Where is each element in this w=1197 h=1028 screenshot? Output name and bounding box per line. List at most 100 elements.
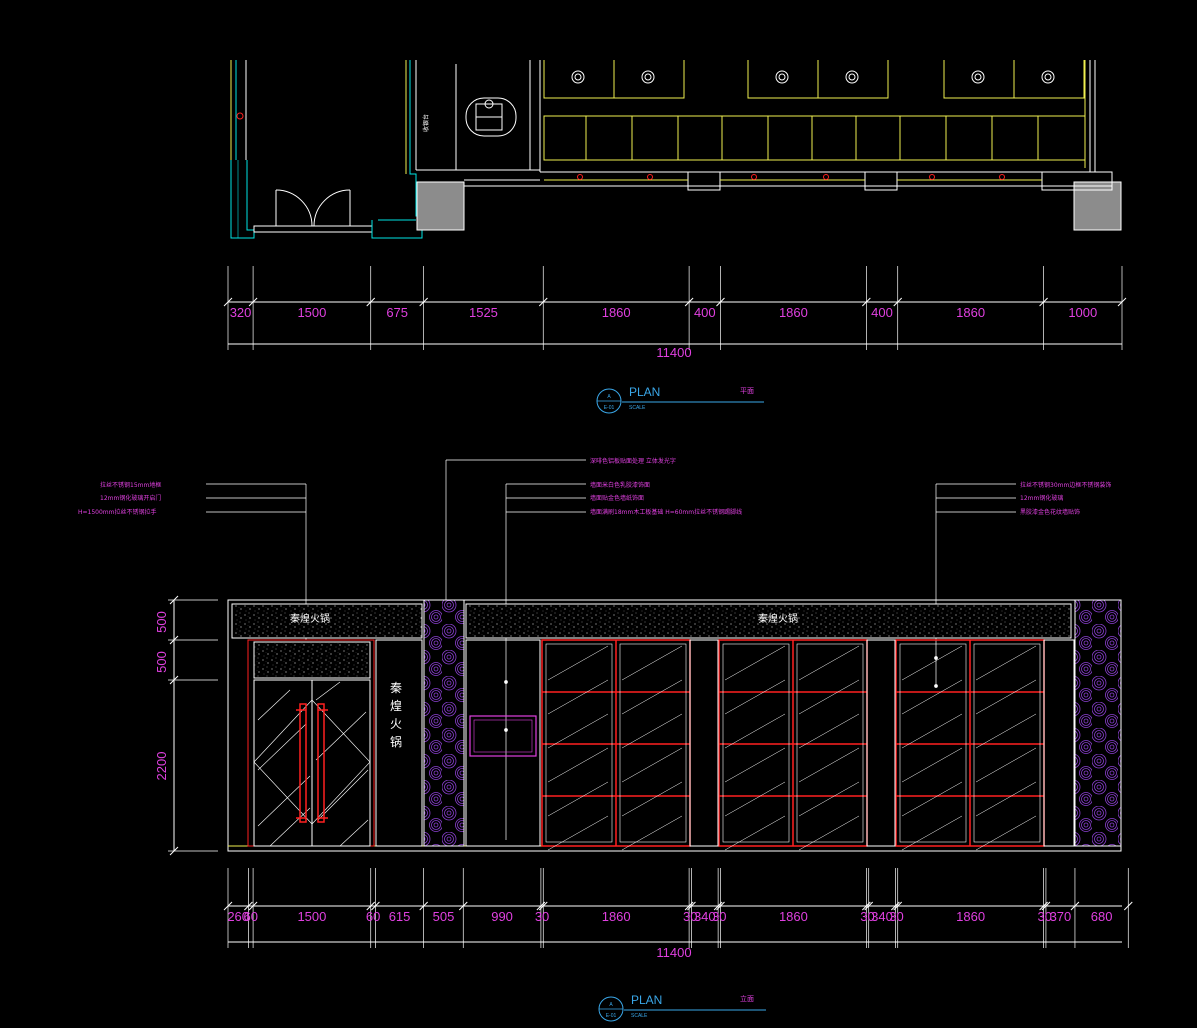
plan-counter-stool [484, 99, 494, 109]
plan-tag-letter: A [607, 394, 611, 400]
elevation-dimension-label: 30 [683, 909, 697, 924]
elevation-tick [716, 901, 725, 911]
wallpaper-panel-right [1074, 599, 1122, 847]
annotation-center-top: 深啡色铝板贴面处理 立体发光字 [590, 457, 676, 465]
elevation-tick [248, 901, 258, 911]
plan-total-dimension: 11400 [656, 345, 691, 360]
annotation-leaders [206, 459, 1016, 840]
plan-counter-area [416, 60, 540, 187]
elevation-tick [864, 901, 874, 911]
elevation-view: 拉丝不锈钢15mm地框 12mm钢化玻璃开启门 H=1500mm拉丝不锈钢拉手 … [78, 457, 1133, 1022]
plan-left-wall [230, 60, 255, 239]
wall-panel [465, 639, 541, 847]
elevation-vertical-dimensions: 500 500 2200 [154, 595, 218, 856]
annotation-left-1: 拉丝不锈钢15mm地框 [100, 481, 161, 489]
plan-tick [893, 297, 903, 307]
elevation-dimension-label: 30 [860, 909, 874, 924]
plan-booth-row [543, 60, 1085, 99]
annotation-left-3: H=1500mm拉丝不锈钢拉手 [78, 508, 157, 516]
plan-title-block: A E-01 PLAN 平面 SCALE [596, 385, 764, 414]
plan-column [1073, 181, 1122, 231]
plan-entrance-door [253, 189, 373, 233]
plan-view: 收银台 [223, 60, 1127, 414]
plan-tick [419, 297, 429, 307]
elevation-tag-sheet: E-01 [606, 1013, 617, 1019]
elevation-dimension-label: 30 [712, 909, 726, 924]
elevation-total-dimension: 11400 [656, 945, 691, 960]
elevation-tick [538, 901, 548, 911]
side-sign-panel [375, 639, 423, 847]
glass-window-bays [541, 639, 1045, 851]
vdim-500-top: 500 [154, 611, 169, 633]
vertical-sign-char-2: 煌 [390, 699, 402, 713]
plan-dimension-label: 1000 [1068, 305, 1097, 320]
elevation-dimension-label: 990 [491, 909, 513, 924]
plan-dimension-label: 1500 [297, 305, 326, 320]
plan-dimension-label: 1860 [779, 305, 808, 320]
sign-text-main: 秦煌火锅 [758, 612, 798, 625]
plan-dimension-label: 1860 [956, 305, 985, 320]
plan-column [416, 181, 465, 231]
annotation-center-1: 墙面米白色乳胶漆饰面 [590, 481, 650, 489]
door-handle-right [317, 703, 325, 823]
elevation-tick [687, 901, 696, 911]
plan-title: PLAN [629, 385, 660, 399]
plan-bench [539, 60, 1096, 172]
elevation-tick [244, 901, 253, 911]
plan-tick [1039, 297, 1048, 307]
plan-booth-fixtures [571, 70, 1055, 84]
plan-tick [684, 297, 694, 307]
elevation-tick [893, 901, 903, 911]
annotation-right-1: 拉丝不锈钢30mm边框不锈钢装饰 [1020, 481, 1111, 489]
plan-tick [538, 297, 548, 307]
elevation-tick [1041, 901, 1051, 911]
plan-tick [1117, 297, 1127, 307]
elevation-scale-label: SCALE [631, 1013, 648, 1019]
plan-storefront [540, 171, 1113, 191]
plan-tick [861, 297, 871, 307]
annotation-center-3: 墙面满刷18mm木工板基础 H=60mm拉丝不锈钢踢脚线 [590, 508, 742, 516]
plan-wall-segment [371, 60, 423, 239]
elevation-dimension-label: 1860 [956, 909, 985, 924]
vertical-sign: 秦 煌 火 锅 [390, 681, 402, 749]
plan-tick [716, 297, 725, 307]
vdim-2200: 2200 [154, 752, 169, 781]
annotation-right-3: 黑胶漆金色花纹墙贴饰 [1020, 508, 1080, 516]
elevation-dimension-label: 60 [366, 909, 380, 924]
elevation-tick [1070, 901, 1080, 911]
door-handle-left [299, 703, 307, 823]
elevation-subtitle: 立面 [740, 994, 754, 1003]
tv-screen [469, 715, 537, 757]
elevation-tick [371, 901, 380, 911]
annotation-left-2: 12mm钢化玻璃开启门 [100, 494, 161, 502]
elevation-dimension-label: 30 [535, 909, 549, 924]
elevation-dimension-label: 1860 [602, 909, 631, 924]
elevation-tag-letter: A [609, 1002, 613, 1008]
sign-band-main [465, 603, 1072, 639]
vertical-sign-char-1: 秦 [390, 681, 402, 695]
plan-counter-label: 收银台 [422, 114, 430, 132]
plan-dimension-label: 1860 [602, 305, 631, 320]
annotation-right-2: 12mm钢化玻璃 [1020, 494, 1063, 502]
elevation-dimension-label: 1500 [297, 909, 326, 924]
glass-bay [895, 639, 1045, 851]
elevation-dimension-label: 505 [433, 909, 455, 924]
elevation-dimension-label: 260 [227, 909, 249, 924]
elevation-dimension-label: 340 [694, 909, 716, 924]
annotation-center-2: 墙面贴金色墙纸饰面 [590, 494, 644, 502]
elevation-entrance-door [247, 639, 375, 847]
elevation-title: PLAN [631, 993, 662, 1007]
elevation-dimension-label: 680 [1091, 909, 1113, 924]
plan-dimension-label: 320 [230, 305, 252, 320]
elevation-tick [223, 901, 233, 911]
elevation-dimension-label: 30 [1038, 909, 1052, 924]
plan-dimension-label: 1525 [469, 305, 498, 320]
elevation-dimension-label: 60 [244, 909, 258, 924]
glass-bay [718, 639, 868, 851]
elevation-tick [366, 901, 376, 911]
sign-band-left [231, 603, 423, 639]
plan-tag-sheet: E-01 [604, 405, 615, 411]
